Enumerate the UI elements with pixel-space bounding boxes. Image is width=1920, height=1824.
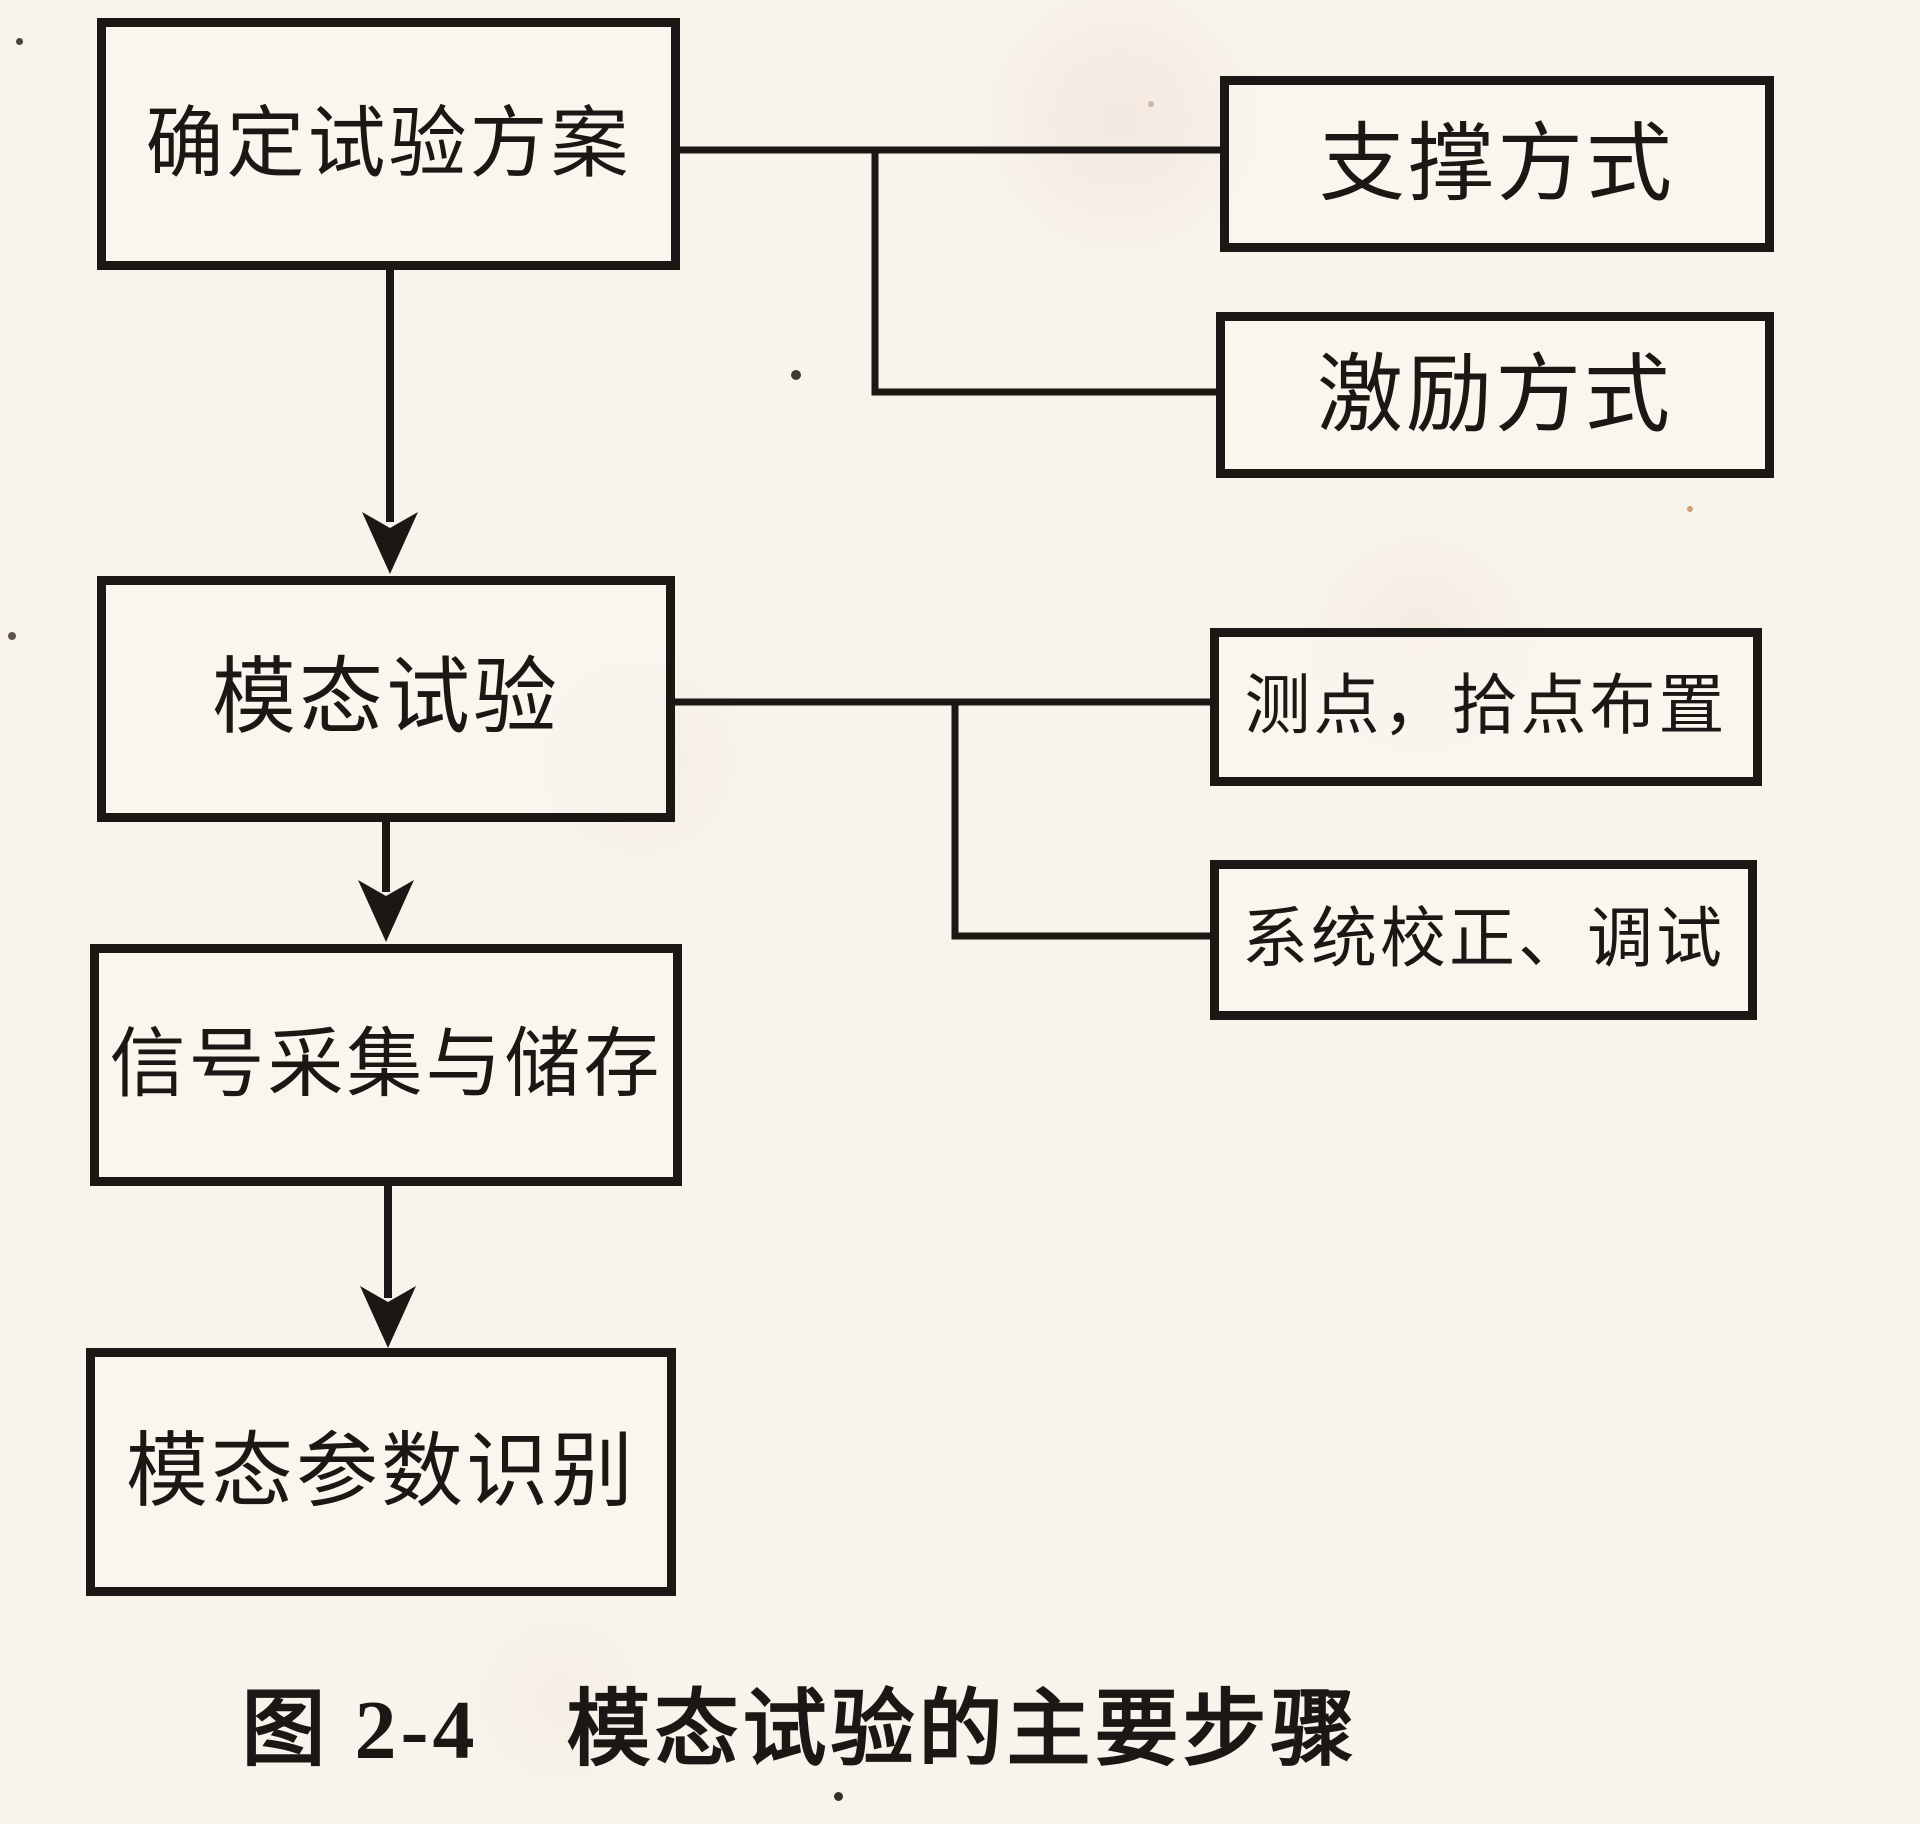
- node-label: 信号采集与储存: [109, 1023, 663, 1107]
- node-label: 支撑方式: [1319, 116, 1675, 212]
- edge-test-to-calibration: [951, 702, 1212, 940]
- scan-speck: [791, 370, 801, 380]
- figure-caption: 图 2-4 模态试验的主要步骤: [241, 1684, 1359, 1777]
- scan-speck: [834, 1792, 843, 1801]
- down-arrowhead-icon: [358, 880, 414, 942]
- arrow-test-to-acquisition: [358, 820, 414, 942]
- edge-plan-to-excitation: [871, 150, 1218, 396]
- scan-speck: [8, 632, 16, 640]
- node-support-method: 支撑方式: [1220, 76, 1774, 252]
- node-label: 系统校正、调试: [1242, 903, 1725, 976]
- scan-speck: [1687, 506, 1693, 512]
- scan-speck: [16, 38, 23, 45]
- down-arrowhead-icon: [360, 1286, 416, 1348]
- node-label: 测点，拾点布置: [1244, 670, 1728, 743]
- node-label: 模态参数识别: [125, 1426, 636, 1517]
- node-label: 模态试验: [211, 652, 560, 745]
- node-excitation-method: 激励方式: [1216, 312, 1774, 478]
- node-measurement-pickup-layout: 测点，拾点布置: [1210, 628, 1762, 786]
- arrow-plan-to-test: [362, 270, 418, 574]
- node-modal-test: 模态试验: [97, 576, 675, 822]
- node-signal-acquisition-storage: 信号采集与储存: [90, 944, 682, 1186]
- down-arrowhead-icon: [362, 512, 418, 574]
- arrow-acquisition-to-identification: [360, 1186, 416, 1348]
- node-determine-test-plan: 确定试验方案: [97, 18, 680, 270]
- scan-speck: [1148, 101, 1154, 107]
- node-label: 激励方式: [1317, 347, 1673, 443]
- node-modal-parameter-identification: 模态参数识别: [86, 1348, 676, 1596]
- node-system-calibration-debug: 系统校正、调试: [1210, 860, 1757, 1020]
- node-label: 确定试验方案: [145, 100, 632, 187]
